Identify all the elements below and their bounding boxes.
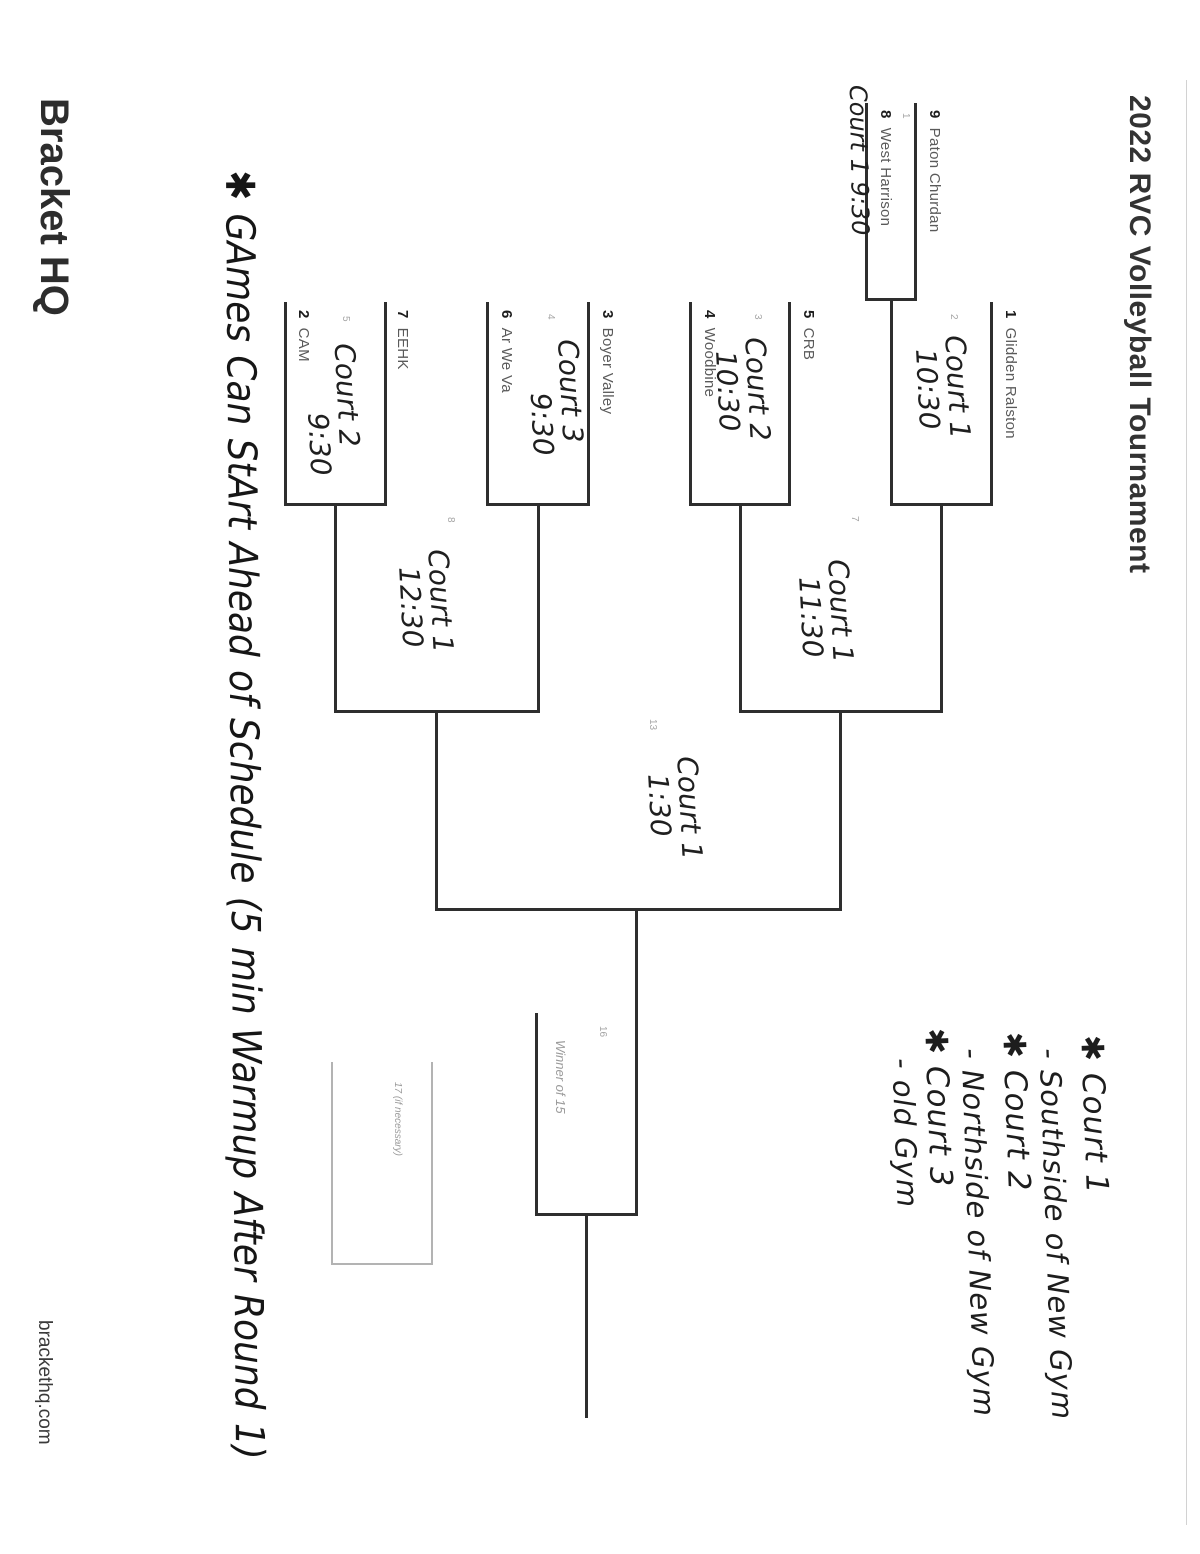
if-necessary-line: [431, 1062, 433, 1263]
team-slot: 6 Ar We Va: [498, 310, 515, 393]
handwritten-court-time: Court 1 9:30: [843, 84, 875, 236]
bracket-line: [739, 503, 742, 710]
bracket-line: [435, 908, 842, 911]
handwritten-court-time: Court 1 12:30: [392, 548, 460, 656]
team-seed: 1: [1002, 310, 1019, 319]
bracket-line: [839, 710, 842, 908]
hw-court: Court 1: [670, 755, 709, 861]
team-seed: 7: [394, 310, 411, 319]
team-slot: 8West Harrison: [877, 110, 894, 226]
team-seed: 8: [877, 110, 894, 119]
brackethq-url: brackethq.com: [34, 1320, 55, 1445]
team-seed: 9: [926, 110, 943, 119]
bracket-line: [587, 302, 590, 503]
game-number: 7: [849, 516, 860, 522]
game-number: 3: [752, 314, 763, 320]
team-seed: 6: [498, 310, 515, 319]
game-number: 2: [948, 314, 959, 320]
bracket-line: [940, 503, 943, 710]
team-slot: 7EEHK: [394, 310, 411, 370]
team-slot: 5CRB: [800, 310, 817, 360]
team-name: Ar We Va: [498, 327, 515, 393]
handwritten-court-time: Court 3 9:30: [522, 338, 590, 457]
court-legend-location: - old Gym: [885, 1057, 925, 1209]
game-number: 16: [597, 1026, 608, 1038]
if-necessary-line: [331, 1263, 433, 1265]
game-number: 5: [340, 316, 351, 322]
bracket-line: [384, 302, 387, 503]
team-seed: 4: [701, 310, 718, 319]
team-name: Boyer Valley: [599, 327, 616, 415]
game-number: 13: [647, 719, 658, 731]
hw-time: 10:30: [708, 349, 747, 433]
court-legend-court: ✱ Court 1: [1073, 1034, 1115, 1196]
bracket-line: [890, 298, 893, 503]
court-legend-court: ✱ Court 2: [995, 1031, 1037, 1193]
bracket-line: [689, 302, 692, 503]
court-legend-location: - Southside of New Gym: [1032, 1047, 1080, 1421]
team-slot: 3Boyer Valley: [599, 310, 616, 414]
team-name: Glidden Ralston: [1002, 327, 1019, 439]
scan-edge-line: [1186, 80, 1187, 1525]
court-legend-court: ✱ Court 3: [917, 1027, 959, 1189]
if-necessary-line: [331, 1062, 333, 1263]
hw-time: 9:30: [301, 411, 338, 477]
hw-time: 12:30: [392, 565, 430, 649]
court-legend-location: - Northside of New Gym: [954, 1047, 1002, 1418]
bracket-line: [486, 302, 489, 503]
bracket-line: [435, 710, 438, 908]
handwritten-court-time: Court 1 11:30: [792, 558, 860, 666]
handwritten-court-time: Court 1 1:30: [641, 755, 709, 863]
hw-time: 9:30: [523, 391, 561, 457]
bracket-line: [635, 908, 638, 1213]
game-number: 1: [900, 113, 911, 119]
bracket-line: [788, 302, 791, 503]
team-name: EEHK: [394, 327, 411, 370]
team-seed: 2: [295, 310, 312, 319]
if-necessary-label: 17 (if necessary): [392, 1082, 403, 1156]
team-seed: 5: [800, 310, 817, 319]
hw-time: 11:30: [792, 575, 830, 659]
brackethq-logo: Bracket HQ: [32, 98, 76, 316]
game-number: 4: [545, 314, 556, 320]
bracket-line: [537, 503, 540, 710]
team-name: Paton Churdan: [926, 127, 943, 233]
winner-of-15-label: Winner of 15: [553, 1040, 568, 1114]
handwritten-court-time: Court 2 9:30: [299, 342, 366, 477]
bracket-line: [334, 503, 337, 710]
team-seed: 3: [599, 310, 616, 319]
team-slot: 1Glidden Ralston: [1002, 310, 1019, 439]
game-number: 8: [445, 517, 456, 523]
bracket-line: [284, 302, 287, 503]
handwritten-court-time: Court 1 10:30: [908, 334, 977, 442]
bracket-line: [535, 1013, 538, 1213]
team-slot: 9Paton Churdan: [926, 110, 943, 232]
hw-time: 10:30: [908, 347, 947, 431]
bracket-line: [585, 1213, 588, 1418]
hw-time: 1:30: [641, 772, 678, 838]
bracket-line: [914, 103, 917, 298]
page-title: 2022 RVC Volleyball Tournament: [1123, 95, 1156, 574]
handwritten-court-time: Court 2 10:30: [708, 336, 777, 444]
bracket-line: [990, 302, 993, 503]
team-name: West Harrison: [877, 127, 894, 227]
schedule-note: ✱ GAmes Can StArt Ahead of Schedule (5 m…: [216, 170, 273, 1460]
team-name: CRB: [800, 327, 817, 361]
